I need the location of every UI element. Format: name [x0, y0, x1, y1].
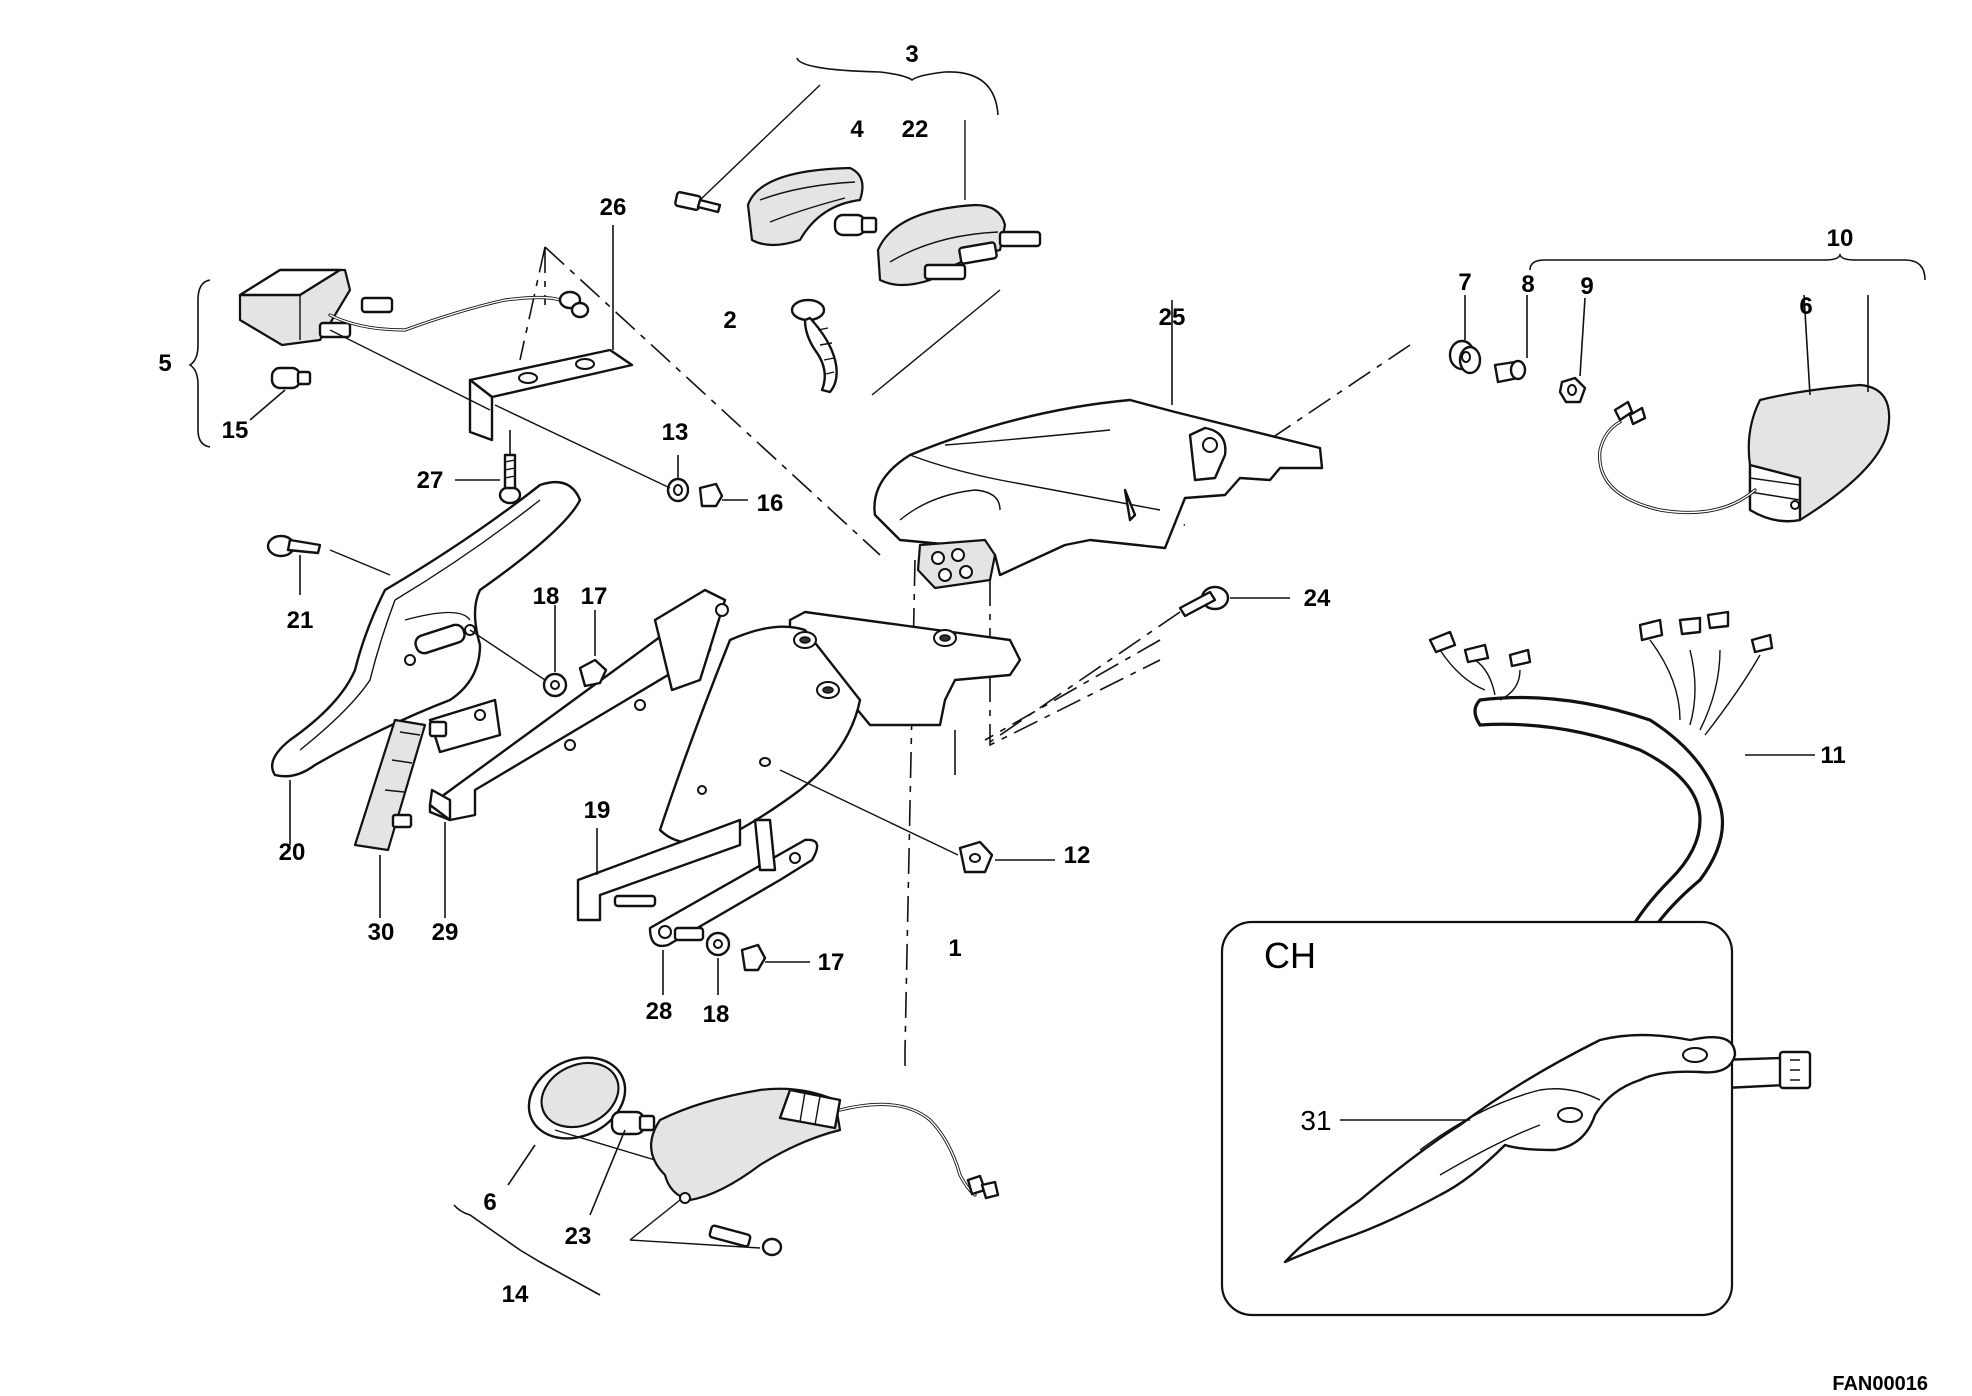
drawing-code: FAN00016: [1832, 1373, 1928, 1395]
part-18-17-washer-nut-top: [469, 605, 608, 698]
part-10-turn-signal-right: [1529, 252, 1926, 523]
callout-11: 11: [1820, 742, 1845, 769]
part-7-8-9-fasteners: [1448, 295, 1587, 404]
part-2-clip: [790, 289, 1001, 396]
callout-3: 3: [905, 41, 918, 68]
callout-25: 25: [1159, 304, 1186, 331]
callout-6-left: 6: [483, 1189, 496, 1216]
callout-5: 5: [158, 350, 171, 377]
part-14-turn-signal-left: [453, 1056, 1000, 1296]
part-12-nut: [779, 769, 1055, 874]
callout-31: 31: [1300, 1105, 1331, 1136]
callout-22: 22: [902, 116, 929, 143]
callout-8: 8: [1521, 271, 1534, 298]
callout-12: 12: [1064, 842, 1091, 869]
callout-18-bottom: 18: [703, 1001, 730, 1028]
callout-1: 1: [948, 935, 961, 962]
part-30-reflector: [353, 718, 448, 918]
part-19-28-lower-brackets: [576, 818, 819, 995]
inset-ch: [1220, 920, 1737, 1317]
callout-17-bottom: 17: [818, 949, 845, 976]
callout-14: 14: [502, 1281, 529, 1308]
part-26-bracket: [329, 225, 634, 442]
callout-6-right: 6: [1799, 293, 1812, 320]
callout-17-top: 17: [581, 583, 608, 610]
part-13-16-washer-nut: [494, 404, 748, 508]
callout-2: 2: [723, 307, 736, 334]
part-rear-light-assembly: [674, 57, 1042, 287]
part-18-17-washer-nut-bottom: [705, 931, 810, 995]
callout-21: 21: [287, 607, 314, 634]
part-20-plate-holder: [270, 480, 582, 845]
callout-labels: 1 2 3 4 5 6 6 7 8 9 10 11 12 13 14 15 16…: [158, 41, 1928, 1395]
callout-13: 13: [662, 419, 689, 446]
callout-26: 26: [600, 194, 627, 221]
inset-label-ch: CH: [1264, 935, 1316, 976]
callout-27: 27: [417, 467, 444, 494]
callout-4: 4: [850, 116, 864, 143]
callout-23: 23: [565, 1223, 592, 1250]
callout-20: 20: [279, 839, 306, 866]
callout-30: 30: [368, 919, 395, 946]
callout-16: 16: [757, 490, 784, 517]
callout-7: 7: [1458, 269, 1471, 296]
part-24-screw: [989, 585, 1290, 743]
part-27-screw: [455, 430, 522, 505]
callout-28: 28: [646, 998, 673, 1025]
callout-29: 29: [432, 919, 459, 946]
callout-19: 19: [584, 797, 611, 824]
part-1-main-bracket: [658, 610, 1022, 845]
callout-18-top: 18: [533, 583, 560, 610]
part-21-bolt: [266, 534, 391, 595]
part-11-wiring-harness: [1428, 610, 1815, 1090]
part-29-long-bracket: [428, 588, 729, 918]
callout-15: 15: [222, 417, 249, 444]
callout-24: 24: [1304, 585, 1331, 612]
callout-9: 9: [1580, 273, 1593, 300]
part-25-tail-cover: [873, 300, 1324, 590]
part-5-plate-light: [188, 268, 590, 448]
callout-10: 10: [1827, 225, 1854, 252]
